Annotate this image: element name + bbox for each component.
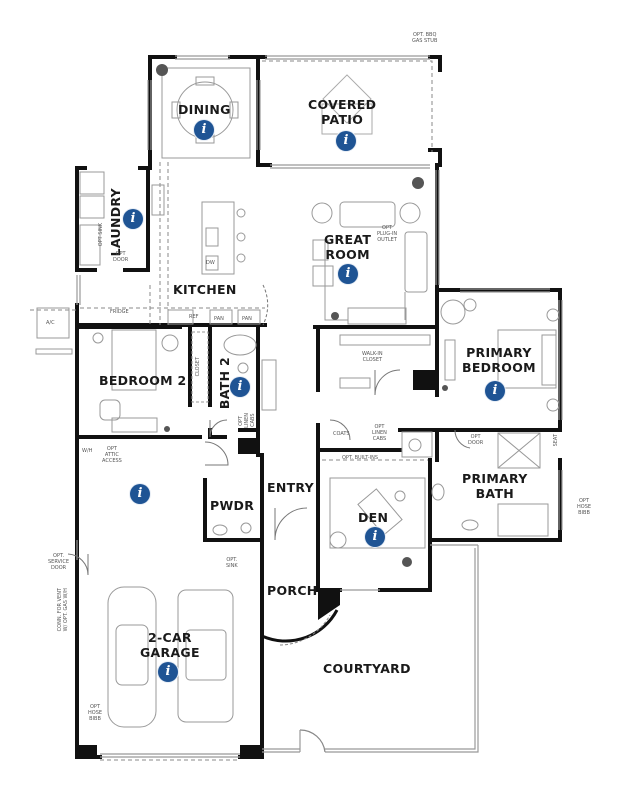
- room-label-dining: DINING: [178, 102, 231, 117]
- note-opt-plug-outlet: OPT PLUG-IN OUTLET: [377, 225, 398, 243]
- info-button-bath-2[interactable]: i: [230, 377, 250, 397]
- room-label-primary-bath: PRIMARY BATH: [462, 471, 528, 501]
- powder-fixtures: [212, 522, 252, 536]
- note-opt-linen-cabs: OPT LINEN CABS: [372, 424, 387, 442]
- door-swings: [67, 284, 471, 576]
- room-label-primary-bedroom: PRIMARY BEDROOM: [462, 345, 536, 375]
- room-label-kitchen: KITCHEN: [173, 282, 237, 297]
- living-furniture: [311, 201, 428, 325]
- den-furniture: [329, 477, 426, 549]
- wall-blocks: [77, 370, 435, 759]
- room-label-entry: ENTRY: [267, 480, 315, 495]
- note-dw: DW: [206, 260, 215, 266]
- note-opt-attic-access: OPT ATTIC ACCESS: [102, 446, 122, 464]
- room-label-bedroom-2: BEDROOM 2: [99, 373, 187, 388]
- courtyard-wall: [262, 544, 479, 753]
- primary-bedroom-furniture: [440, 298, 560, 412]
- info-button-laundry[interactable]: i: [123, 209, 143, 229]
- note-fridge: FRIDGE: [110, 309, 129, 315]
- note-opt-hose-bibb-bath: OPT HOSE BIBB: [577, 498, 592, 516]
- porch-arc: [261, 609, 339, 646]
- note-bbq-gas-stub: OPT. BBQ GAS STUB: [412, 32, 438, 44]
- note-pan-1: PAN: [214, 316, 224, 322]
- note-opt-door-laundry: OPT DOOR: [113, 251, 129, 263]
- note-ac: A/C: [46, 320, 55, 326]
- note-walk-in-closet: WALK-IN CLOSET: [362, 351, 383, 363]
- note-opt-sink: OPT SINK: [98, 223, 104, 247]
- info-button-covered-patio[interactable]: i: [336, 131, 356, 151]
- room-label-garage: 2-CAR GARAGE: [140, 630, 200, 660]
- plants: [156, 64, 448, 567]
- note-opt-door-bath: OPT DOOR: [468, 434, 484, 446]
- garage-cars: [107, 586, 234, 728]
- note-pan-2: PAN: [242, 316, 252, 322]
- room-label-porch: PORCH: [267, 583, 318, 598]
- info-button-garage[interactable]: i: [158, 662, 178, 682]
- room-label-den: DEN: [358, 510, 389, 525]
- laundry-appliances: [79, 171, 105, 266]
- info-button-garage-storage[interactable]: i: [130, 484, 150, 504]
- info-button-great-room[interactable]: i: [338, 264, 358, 284]
- note-wh: W/H: [82, 448, 93, 454]
- info-button-primary-bedroom[interactable]: i: [485, 381, 505, 401]
- bedroom2-furniture: [92, 329, 209, 433]
- primary-bath-fixtures: [401, 431, 549, 537]
- note-opt-hose-bibb-garage: OPT HOSE BIBB: [88, 704, 103, 722]
- note-opt-sink-garage: OPT. SINK: [226, 557, 238, 569]
- note-ref: REF: [189, 314, 199, 320]
- dashed-outlines: [30, 60, 433, 761]
- closet-shelves: [339, 334, 431, 389]
- note-seat: SEAT: [553, 434, 559, 447]
- room-label-great-room: GREAT ROOM: [324, 232, 372, 262]
- floor-areas: [148, 55, 440, 755]
- note-conn-for-vent: CONN. FOR VENT W/ OPT. GAS W/H: [57, 588, 69, 632]
- kitchen-island: [151, 184, 261, 325]
- ac-unit: [35, 307, 73, 355]
- info-button-dining[interactable]: i: [194, 120, 214, 140]
- note-coats: COATS: [333, 431, 350, 437]
- walls: [75, 55, 562, 759]
- windows: [76, 55, 563, 758]
- note-opt-built-ins: OPT. BUILT-INS: [342, 455, 379, 461]
- note-closet: CLOSET: [195, 357, 201, 377]
- bath2-fixtures: [223, 334, 277, 411]
- note-opt-service-door: OPT. SERVICE DOOR: [48, 553, 70, 571]
- room-label-pwdr: PWDR: [210, 498, 255, 513]
- note-opt-linen-cabs-bath2: OPT LINEN CABS: [238, 413, 256, 428]
- room-label-covered-patio: COVERED PATIO: [308, 97, 377, 127]
- room-label-laundry: LAUNDRY: [108, 188, 123, 257]
- room-label-courtyard: COURTYARD: [323, 661, 411, 676]
- info-button-den[interactable]: i: [365, 527, 385, 547]
